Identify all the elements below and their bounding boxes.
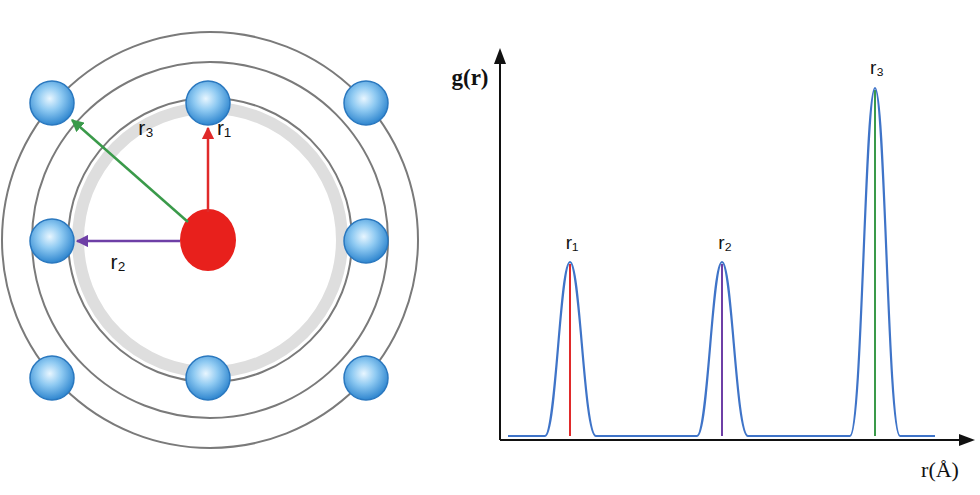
peak-line [874, 90, 876, 436]
shell-shadow [78, 108, 342, 372]
distance-label: r₃ [138, 116, 154, 139]
neighbour-atoms [30, 81, 388, 400]
blue-atom [30, 219, 74, 263]
shell-circle [68, 98, 352, 382]
axis-arrowhead [959, 434, 975, 446]
axis-arrowhead [494, 48, 506, 64]
x-axis [500, 439, 962, 441]
peak-label: r₃ [870, 58, 884, 79]
distance-arrow [77, 240, 180, 243]
blue-atom [30, 356, 74, 400]
blue-atom [186, 356, 230, 400]
shell-circle [2, 32, 418, 448]
peak-line [721, 264, 723, 436]
axis-label: g(r) [451, 65, 488, 90]
rdf-curve [508, 88, 935, 436]
shell-circle [32, 62, 388, 418]
distance-label: r₁ [217, 116, 231, 139]
peak-label: r₁ [566, 233, 579, 254]
axis-label: r(Å) [921, 458, 959, 482]
y-axis [499, 62, 501, 440]
distance-arrow [72, 120, 188, 222]
distance-arrow [207, 128, 210, 212]
blue-atom [344, 356, 388, 400]
peak-label: r₂ [718, 233, 732, 254]
central-atom [180, 209, 236, 271]
distance-label: r₂ [110, 250, 125, 273]
blue-atom [344, 219, 388, 263]
blue-atom [30, 81, 74, 125]
peak-line [569, 264, 571, 436]
blue-atom [344, 81, 388, 125]
